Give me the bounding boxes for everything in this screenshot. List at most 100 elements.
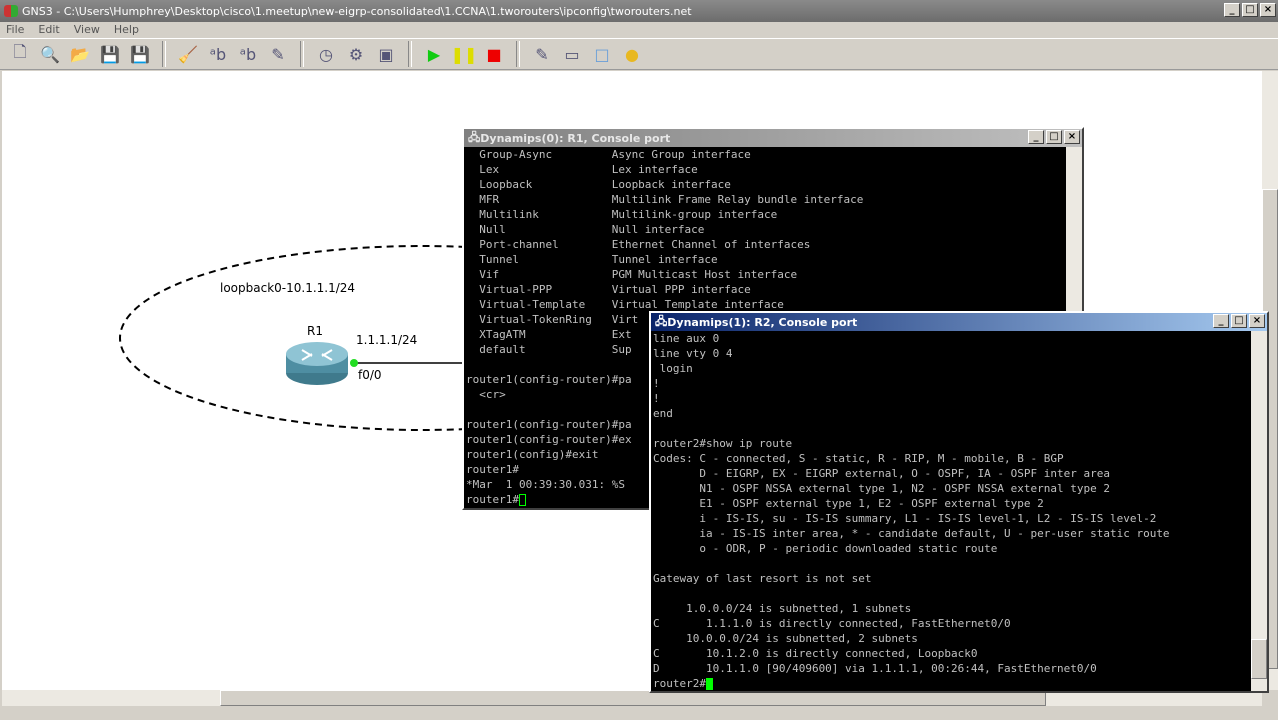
prompt-text: router1# xyxy=(466,493,519,506)
console-line: end xyxy=(653,407,673,420)
console-icon[interactable]: ▣ xyxy=(378,44,394,64)
r2-console-scrollbar[interactable] xyxy=(1251,331,1267,691)
ip-label: 1.1.1.1/24 xyxy=(356,333,418,347)
console-line: line vty 0 4 xyxy=(653,347,733,360)
menu-view[interactable]: View xyxy=(73,23,100,36)
console-line: C 1.1.1.0 is directly connected, FastEth… xyxy=(653,617,1011,630)
menu-edit[interactable]: Edit xyxy=(38,23,60,36)
stop-icon[interactable]: ■ xyxy=(486,44,502,64)
open-icon[interactable]: 🔍 xyxy=(40,44,60,64)
note-icon[interactable]: ✎ xyxy=(535,44,549,64)
console-line: Vif PGM Multicast Host interface xyxy=(466,268,798,281)
capture-icon[interactable]: ✎ xyxy=(271,44,285,64)
toolbar-separator xyxy=(408,41,412,67)
maximize-button[interactable]: □ xyxy=(1242,3,1258,17)
close-button[interactable]: × xyxy=(1064,130,1080,144)
console-line: Gateway of last resort is not set xyxy=(653,572,872,585)
console-line: router1(config-router)#pa xyxy=(466,373,632,386)
console-line: default Sup xyxy=(466,343,632,356)
console-line: router1(config-router)#pa xyxy=(466,418,632,431)
r1-console-title: Dynamips(0): R1, Console port xyxy=(480,131,671,145)
console-line: E1 - OSPF external type 1, E2 - OSPF ext… xyxy=(653,497,1044,510)
clock-icon[interactable]: ◷ xyxy=(319,44,333,64)
r2-console-titlebar[interactable]: 🖧 Dynamips(1): R2, Console port _□× xyxy=(651,313,1267,331)
router-name-label[interactable]: R1 xyxy=(307,324,323,338)
save-as-icon[interactable]: 💾 xyxy=(130,44,150,64)
new-icon[interactable]: 🗋 xyxy=(13,41,27,61)
console-line: Tunnel Tunnel interface xyxy=(466,253,718,266)
link-status-dot xyxy=(350,359,358,367)
console-line: line aux 0 xyxy=(653,332,720,345)
console-line: router1# xyxy=(466,463,519,476)
console-line: router1(config-router)#ex xyxy=(466,433,632,446)
save-icon[interactable]: 💾 xyxy=(100,44,120,64)
app-titlebar: GNS3 - C:\Users\Humphrey\Desktop\cisco\1… xyxy=(0,0,1278,22)
console-line: MFR Multilink Frame Relay bundle interfa… xyxy=(466,193,864,206)
close-button[interactable]: × xyxy=(1260,3,1276,17)
console-line: Lex Lex interface xyxy=(466,163,698,176)
console-line: <cr> xyxy=(466,388,506,401)
console-line: N1 - OSPF NSSA external type 1, N2 - OSP… xyxy=(653,482,1110,495)
menu-file[interactable]: File xyxy=(6,23,25,36)
console-line: 10.0.0.0/24 is subnetted, 2 subnets xyxy=(653,632,918,645)
r2-console-window[interactable]: 🖧 Dynamips(1): R2, Console port _□× line… xyxy=(649,311,1269,693)
console-line: login xyxy=(653,362,693,375)
interface-label: f0/0 xyxy=(358,368,382,382)
gns3-logo-icon xyxy=(4,5,18,17)
snapshot-icon[interactable]: ⚙ xyxy=(348,44,364,64)
show-interfaces-icon[interactable]: ᵃb xyxy=(239,44,257,64)
window-title: GNS3 - C:\Users\Humphrey\Desktop\cisco\1… xyxy=(22,4,692,18)
console-line: D 10.1.1.0 [90/409600] via 1.1.1.1, 00:2… xyxy=(653,662,1097,675)
text-cursor xyxy=(705,678,713,690)
maximize-button[interactable]: □ xyxy=(1046,130,1062,144)
minimize-button[interactable]: _ xyxy=(1213,314,1229,328)
text-cursor xyxy=(518,494,526,506)
console-icon: 🖧 xyxy=(655,314,668,328)
console-line: XTagATM Ext xyxy=(466,328,632,341)
r2-console-output[interactable]: line aux 0 line vty 0 4 login!! end router2… xyxy=(651,331,1251,691)
toolbar-separator xyxy=(300,41,304,67)
picture-icon[interactable]: ▭ xyxy=(564,44,580,64)
console-prompt[interactable]: router2# xyxy=(653,676,1251,691)
rectangle-icon[interactable]: □ xyxy=(594,44,610,64)
loopback-label: loopback0-10.1.1.1/24 xyxy=(220,281,356,295)
console-line: Port-channel Ethernet Channel of interfa… xyxy=(466,238,811,251)
console-line: router1(config)#exit xyxy=(466,448,599,461)
menu-help[interactable]: Help xyxy=(113,23,139,36)
console-line: Virtual-TokenRing Virt xyxy=(466,313,639,326)
menu-bar: File Edit View Help xyxy=(0,22,1278,38)
minimize-button[interactable]: _ xyxy=(1028,130,1044,144)
pause-icon[interactable]: ❚❚ xyxy=(450,44,478,64)
console-line xyxy=(653,421,1251,436)
ellipse-icon[interactable]: ● xyxy=(625,44,639,64)
console-line: Virtual-Template Virtual Template interf… xyxy=(466,298,784,311)
console-prompt[interactable]: router1# xyxy=(466,492,1066,507)
toolbar-separator xyxy=(162,41,166,67)
router-icon xyxy=(286,342,348,385)
console-line: ia - IS-IS inter area, * - candidate def… xyxy=(653,527,1170,540)
console-line: *Mar 1 00:39:30.031: %S xyxy=(466,478,625,491)
console-line: ! xyxy=(653,377,660,390)
console-line: i - IS-IS, su - IS-IS summary, L1 - IS-I… xyxy=(653,512,1157,525)
start-icon[interactable]: ▶ xyxy=(427,44,441,64)
show-names-icon[interactable]: ᵃb xyxy=(209,44,227,64)
toolbar-separator xyxy=(516,41,520,67)
prompt-text: router2# xyxy=(653,677,706,690)
r2-console-title: Dynamips(1): R2, Console port xyxy=(667,315,858,329)
console-line: Codes: C - connected, S - static, R - RI… xyxy=(653,452,1064,465)
minimize-button[interactable]: _ xyxy=(1224,3,1240,17)
canvas-horizontal-scrollbar[interactable] xyxy=(2,690,1262,706)
folder-icon[interactable]: 📂 xyxy=(70,44,90,64)
console-line xyxy=(653,586,1251,601)
console-line: ! xyxy=(653,392,660,405)
maximize-button[interactable]: □ xyxy=(1231,314,1247,328)
console-line: Multilink Multilink-group interface xyxy=(466,208,778,221)
console-line: D - EIGRP, EX - EIGRP external, O - OSPF… xyxy=(653,467,1110,480)
console-line: o - ODR, P - periodic downloaded static … xyxy=(653,542,998,555)
r1-console-titlebar[interactable]: 🖧 Dynamips(0): R1, Console port _□× xyxy=(464,129,1082,147)
close-button[interactable]: × xyxy=(1249,314,1265,328)
clear-icon[interactable]: 🧹 xyxy=(178,44,198,64)
console-line: Group-Async Async Group interface xyxy=(466,148,751,161)
console-line: C 10.1.2.0 is directly connected, Loopba… xyxy=(653,647,978,660)
